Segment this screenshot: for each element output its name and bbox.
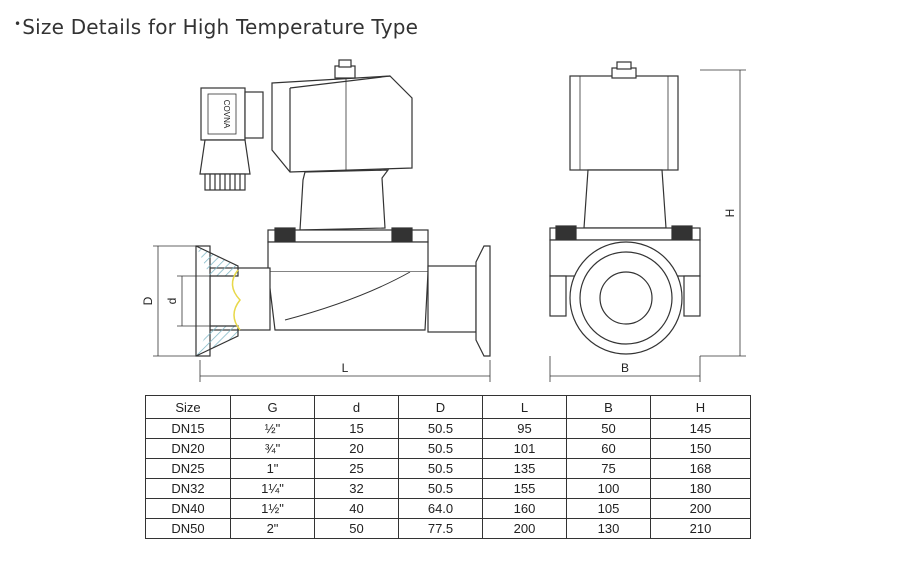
table-row: DN32 1¼" 32 50.5 155 100 180 <box>145 478 751 499</box>
table-cell: 200 <box>482 518 567 539</box>
table-cell: 168 <box>650 458 751 479</box>
table-header-row: Size G d D L B H <box>145 395 751 419</box>
table-cell: 50.5 <box>398 418 483 439</box>
table-cell: 2" <box>230 518 315 539</box>
table-cell: 77.5 <box>398 518 483 539</box>
coil-housing <box>271 75 413 173</box>
table-cell: 32 <box>314 478 399 499</box>
table-cell: 180 <box>650 478 751 499</box>
table-cell: 135 <box>482 458 567 479</box>
table-cell: 50.5 <box>398 478 483 499</box>
title-text: Size Details for High Temperature Type <box>22 15 419 39</box>
table-cell: 50.5 <box>398 438 483 459</box>
table-cell: 200 <box>650 498 751 519</box>
table-cell: 150 <box>650 438 751 459</box>
table-cell: DN25 <box>145 458 231 479</box>
table-cell: DN15 <box>145 418 231 439</box>
table-cell: 155 <box>482 478 567 499</box>
title-bullet: • <box>14 17 22 31</box>
col-g: G <box>230 395 315 419</box>
table-cell: 50.5 <box>398 458 483 479</box>
table-cell: 40 <box>314 498 399 519</box>
side-bonnet <box>583 169 667 229</box>
table-row: DN40 1½" 40 64.0 160 105 200 <box>145 498 751 519</box>
col-d-small: d <box>314 395 399 419</box>
table-cell: DN20 <box>145 438 231 459</box>
side-coil-housing <box>569 75 679 171</box>
table-cell: 25 <box>314 458 399 479</box>
top-nut <box>334 65 356 79</box>
table-cell: ¾" <box>230 438 315 459</box>
page-title: •Size Details for High Temperature Type <box>14 15 418 39</box>
table-cell: 60 <box>566 438 651 459</box>
table-cell: 160 <box>482 498 567 519</box>
table-row: DN20 ¾" 20 50.5 101 60 150 <box>145 438 751 459</box>
table-cell: ½" <box>230 418 315 439</box>
table-cell: 1½" <box>230 498 315 519</box>
table-row: DN25 1" 25 50.5 135 75 168 <box>145 458 751 479</box>
dim-label-D: D <box>141 296 155 305</box>
table-cell: 50 <box>566 418 651 439</box>
table-cell: DN40 <box>145 498 231 519</box>
table-cell: 1¼" <box>230 478 315 499</box>
table-cell: 50 <box>314 518 399 539</box>
table-row: DN50 2" 50 77.5 200 130 210 <box>145 518 751 539</box>
table-cell: 75 <box>566 458 651 479</box>
valve-drawing: COVNA D d L B H <box>141 59 746 382</box>
valve-body <box>267 241 429 273</box>
col-size: Size <box>145 395 231 419</box>
table-cell: DN50 <box>145 518 231 539</box>
table-cell: 101 <box>482 438 567 459</box>
col-h: H <box>650 395 751 419</box>
table-cell: 1" <box>230 458 315 479</box>
bonnet <box>299 169 390 231</box>
col-b: B <box>566 395 651 419</box>
col-d-large: D <box>398 395 483 419</box>
table-cell: 210 <box>650 518 751 539</box>
table-cell: 100 <box>566 478 651 499</box>
table-cell: 15 <box>314 418 399 439</box>
dim-label-L: L <box>342 361 349 375</box>
table-cell: 105 <box>566 498 651 519</box>
table-cell: 145 <box>650 418 751 439</box>
right-pipe <box>427 265 477 333</box>
brand-label: COVNA <box>222 100 231 129</box>
table-cell: 64.0 <box>398 498 483 519</box>
dim-label-H: H <box>723 209 737 218</box>
front-view <box>153 59 491 382</box>
table-cell: 95 <box>482 418 567 439</box>
dim-label-B: B <box>621 361 629 375</box>
col-l: L <box>482 395 567 419</box>
table-cell: DN32 <box>145 478 231 499</box>
side-port-inner <box>599 271 653 325</box>
table-cell: 130 <box>566 518 651 539</box>
dim-label-d: d <box>165 298 179 305</box>
side-view <box>549 61 746 382</box>
table-row: DN15 ½" 15 50.5 95 50 145 <box>145 418 751 439</box>
size-table: Size G d D L B H DN15 ½" 15 50.5 95 50 1… <box>145 395 751 539</box>
table-cell: 20 <box>314 438 399 459</box>
